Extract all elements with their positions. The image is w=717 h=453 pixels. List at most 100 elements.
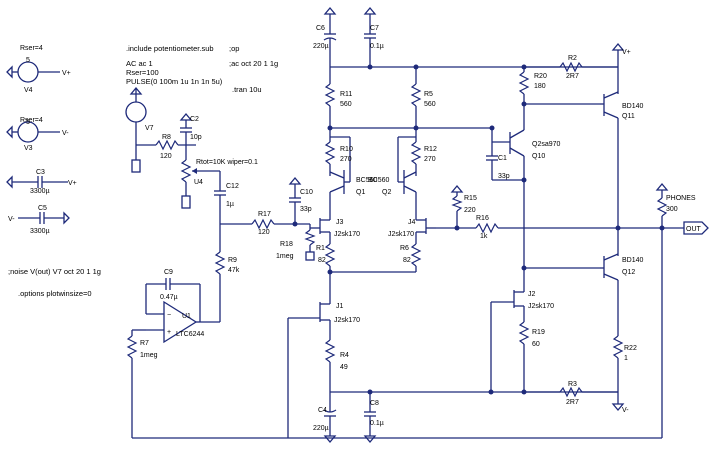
svg-text:3300µ: 3300µ (30, 188, 50, 195)
directive-pulse[interactable]: PULSE(0 100m 1u 1n 1n 5u) (126, 77, 223, 86)
resistor-r10[interactable]: R10 270 (324, 137, 353, 176)
load-phones[interactable]: PHONES 300 (655, 182, 696, 438)
resistor-r3[interactable]: R3 2R7 (524, 381, 618, 406)
capacitor-c8[interactable]: C8 0.1µ (363, 392, 384, 444)
resistor-r18[interactable]: R18 1meg (276, 224, 316, 261)
transistor-q12[interactable]: BD140 Q12 (600, 228, 644, 336)
jfet-j4[interactable]: J4 J2sk170 (388, 214, 436, 240)
capacitor-c6[interactable]: C6 220µ (313, 6, 337, 67)
directive-ac[interactable]: ;ac oct 20 1 1g (229, 59, 278, 68)
svg-text:V4: V4 (24, 87, 33, 94)
svg-text:Q11: Q11 (622, 113, 635, 120)
jfet-j1[interactable]: J1 J2sk170 (287, 272, 360, 438)
svg-text:V-: V- (622, 407, 629, 414)
rail-top (330, 64, 618, 70)
resistor-r22[interactable]: R22 1 (612, 335, 637, 392)
transistor-q11[interactable]: BD140 Q11 (600, 67, 644, 228)
svg-text:C3: C3 (36, 169, 45, 176)
source-v3[interactable]: Rser=4 5 V3 V- (6, 117, 69, 152)
directive-rser[interactable]: Rser=100 (126, 68, 159, 77)
svg-text:1meg: 1meg (140, 352, 158, 359)
svg-text:C4: C4 (318, 407, 327, 414)
svg-text:33p: 33p (300, 206, 312, 213)
resistor-r4[interactable]: R4 49 (324, 339, 349, 392)
svg-text:J2sk170: J2sk170 (528, 303, 554, 310)
svg-text:120: 120 (258, 229, 270, 236)
capacitor-c5[interactable]: V- C5 3300µ (8, 205, 70, 235)
svg-text:2R7: 2R7 (566, 399, 579, 406)
svg-text:Q12: Q12 (622, 269, 635, 276)
svg-text:C9: C9 (164, 269, 173, 276)
capacitor-c3[interactable]: C3 3300µ V+ (6, 169, 77, 195)
svg-text:J4: J4 (408, 219, 416, 226)
capacitor-c2[interactable]: C2 10p (179, 112, 202, 145)
svg-text:1µ: 1µ (226, 201, 234, 208)
directive-tran[interactable]: .tran 10u (232, 85, 262, 94)
directive-noise[interactable]: ;noise V(out) V7 oct 20 1 1g (8, 267, 101, 276)
resistor-r19[interactable]: R19 60 (518, 321, 545, 392)
directive-ac-source[interactable]: AC ac 1 (126, 59, 153, 68)
svg-text:5: 5 (26, 57, 30, 64)
svg-text:220µ: 220µ (313, 43, 329, 50)
resistor-r7[interactable]: R7 1meg (126, 329, 158, 438)
svg-text:220µ: 220µ (313, 425, 329, 432)
svg-text:R20: R20 (534, 73, 547, 80)
resistor-r15[interactable]: R15 220 (450, 184, 477, 228)
svg-text:V+: V+ (622, 49, 631, 56)
capacitor-c4[interactable]: C4 220µ (313, 392, 337, 444)
jfet-j2[interactable]: J2 J2sk170 (490, 268, 554, 392)
resistor-r16[interactable]: R16 1k (475, 215, 662, 240)
directive-include[interactable]: .include potentiometer.sub (126, 44, 214, 53)
svg-text:V+: V+ (68, 180, 77, 187)
svg-text:60: 60 (532, 341, 540, 348)
svg-text:R16: R16 (476, 215, 489, 222)
svg-text:U1: U1 (182, 313, 191, 320)
svg-text:C8: C8 (370, 400, 379, 407)
svg-text:C10: C10 (300, 189, 313, 196)
svg-text:R5: R5 (424, 91, 433, 98)
resistor-r17[interactable]: R17 120 (220, 211, 310, 236)
resistor-r1[interactable]: R1 82 (316, 240, 336, 272)
source-v4[interactable]: Rser=4 5 V4 V+ (6, 45, 71, 94)
svg-text:Q10: Q10 (532, 153, 545, 160)
svg-text:5: 5 (26, 119, 30, 126)
resistor-r6[interactable]: R6 82 (400, 240, 422, 272)
capacitor-c10[interactable]: C10 33p (288, 176, 313, 227)
svg-text:1k: 1k (480, 233, 488, 240)
svg-text:Q2sa970: Q2sa970 (532, 141, 561, 148)
resistor-r8[interactable]: R8 120 (136, 134, 196, 160)
capacitor-c12[interactable]: C12 1µ (214, 171, 239, 224)
resistor-r2[interactable]: R2 2R7 (524, 55, 618, 80)
transistor-q10[interactable]: Q2sa970 Q10 (509, 129, 561, 160)
svg-text:C6: C6 (316, 25, 325, 32)
source-v7[interactable]: V7 (125, 86, 154, 173)
capacitor-c7[interactable]: C7 0.1µ (363, 6, 384, 67)
capacitor-c1[interactable]: C1 33p (486, 128, 524, 181)
transistor-q1[interactable]: BC560 Q1 (329, 170, 378, 214)
resistor-r12[interactable]: R12 270 (410, 137, 437, 176)
transistor-q2[interactable]: BC560 Q2 (368, 170, 417, 214)
jfet-j3[interactable]: J3 J2sk170 (310, 214, 360, 240)
directive-options[interactable]: .options plotwinsize=0 (18, 289, 92, 298)
svg-text:1: 1 (624, 355, 628, 362)
svg-text:V3: V3 (24, 145, 33, 152)
svg-text:560: 560 (340, 101, 352, 108)
directive-op[interactable]: ;op (229, 44, 239, 53)
svg-text:C1: C1 (498, 155, 507, 162)
potentiometer-u4[interactable]: Rtot=10K wiper=0.1 U4 (180, 145, 258, 209)
resistor-r9[interactable]: R9 47k (200, 224, 240, 323)
opamp-u1[interactable]: − + U1 LTC6244 (146, 300, 204, 344)
resistor-r5[interactable]: R5 560 (410, 67, 436, 131)
svg-text:V-: V- (8, 216, 15, 223)
resistor-r20[interactable]: R20 180 (518, 67, 547, 130)
svg-text:J3: J3 (336, 219, 344, 226)
svg-text:Rser=4: Rser=4 (20, 117, 43, 124)
svg-text:120: 120 (160, 153, 172, 160)
svg-text:33p: 33p (498, 173, 510, 180)
svg-text:OUT: OUT (686, 226, 702, 233)
net-label-out[interactable]: OUT (662, 221, 709, 235)
capacitor-c9[interactable]: C9 0.47µ (145, 269, 201, 322)
resistor-r11[interactable]: R11 560 (324, 67, 352, 131)
svg-text:0.47µ: 0.47µ (160, 294, 178, 301)
